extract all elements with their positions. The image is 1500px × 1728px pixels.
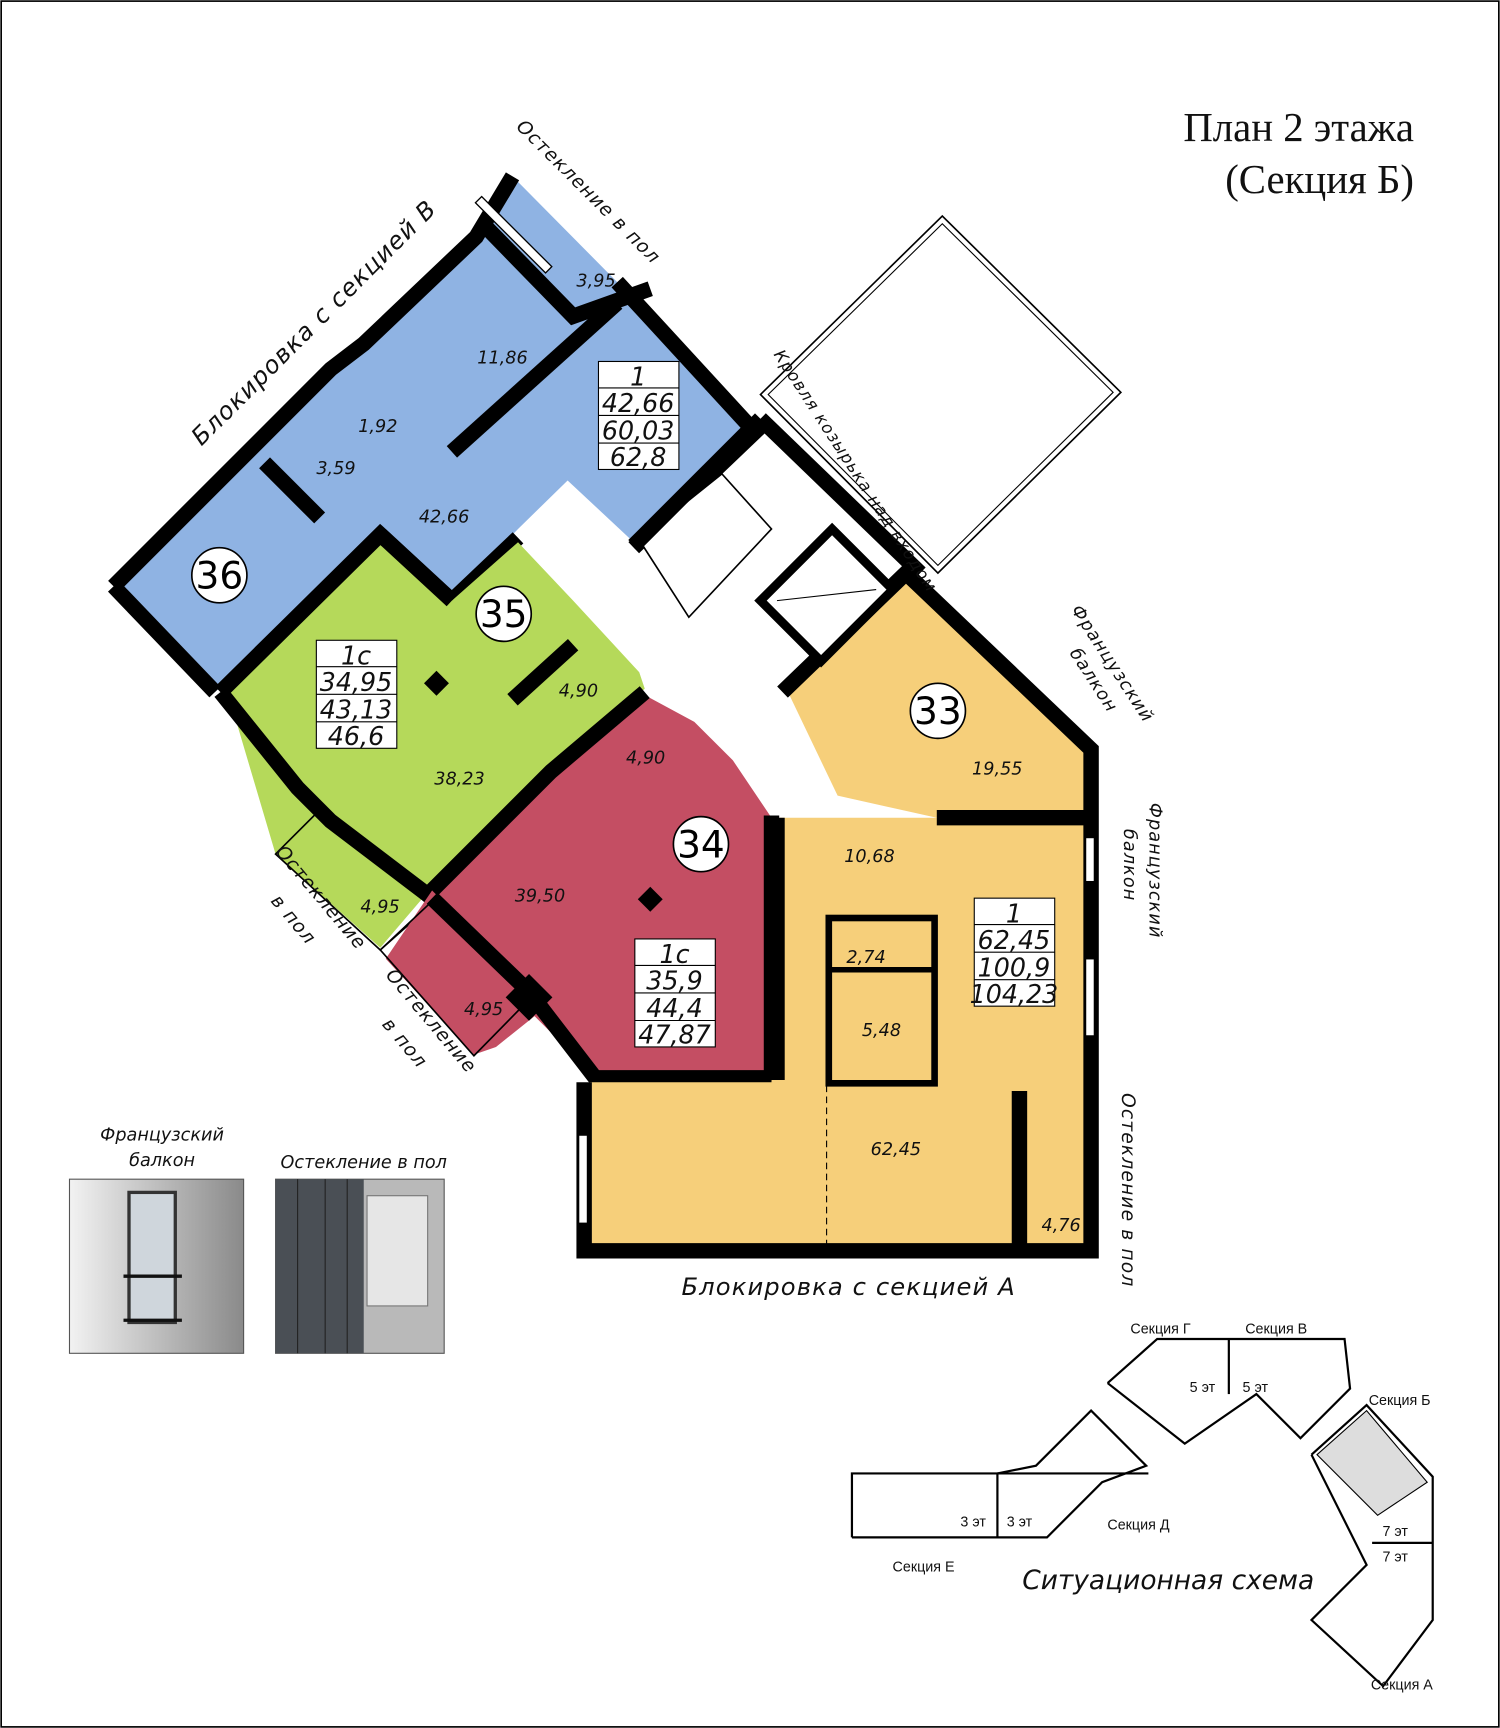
svg-text:60,03: 60,03 xyxy=(602,416,675,446)
apt-number-36: 36 xyxy=(190,546,248,604)
apartment-35[interactable] xyxy=(214,523,645,952)
scheme-floors: 3 эт xyxy=(1007,1514,1033,1530)
scheme-section-label: Секция В xyxy=(1245,1321,1307,1337)
room-area: 4,95 xyxy=(464,1000,503,1020)
page-title: План 2 этажа xyxy=(1183,105,1414,150)
room-area: 4,95 xyxy=(360,897,399,917)
room-area: 4,76 xyxy=(1041,1216,1080,1236)
scheme-section-label: Секция Г xyxy=(1130,1321,1190,1337)
room-area: 4,90 xyxy=(559,681,598,701)
svg-text:Французский: Французский xyxy=(100,1126,224,1146)
room-area: 4,90 xyxy=(626,749,665,769)
svg-text:1: 1 xyxy=(1006,898,1022,928)
svg-text:Остекление в пол: Остекление в пол xyxy=(281,1153,447,1173)
apt-info-35: 1с 34,95 43,13 46,6 xyxy=(315,639,398,751)
room-area: 38,23 xyxy=(434,770,484,790)
note-block-a: Блокировка с секцией А xyxy=(681,1272,1015,1301)
scheme-section-label: Секция Е xyxy=(893,1560,955,1576)
page-subtitle: (Секция Б) xyxy=(1225,157,1414,202)
apt-info-36: 1 42,66 60,03 62,8 xyxy=(597,360,680,472)
svg-text:33: 33 xyxy=(914,689,962,733)
canopy-roof xyxy=(759,214,1123,575)
room-area: 62,45 xyxy=(871,1140,921,1160)
svg-text:35: 35 xyxy=(480,592,528,636)
room-area: 42,66 xyxy=(419,507,469,527)
note-glazing-right: Остекление в пол xyxy=(1117,1093,1138,1287)
room-area: 5,48 xyxy=(862,1021,901,1041)
svg-text:46,6: 46,6 xyxy=(328,721,384,751)
scheme-floors: 5 эт xyxy=(1190,1380,1216,1396)
svg-text:35,9: 35,9 xyxy=(646,966,702,996)
apt-info-34: 1с 35,9 44,4 47,87 xyxy=(634,938,716,1050)
svg-text:100,9: 100,9 xyxy=(978,952,1051,982)
apt-number-35: 35 xyxy=(475,585,533,643)
svg-text:104,23: 104,23 xyxy=(970,979,1059,1009)
svg-text:1с: 1с xyxy=(341,641,371,671)
svg-text:47,87: 47,87 xyxy=(638,1020,711,1050)
svg-text:балкон: балкон xyxy=(129,1151,195,1171)
svg-text:34: 34 xyxy=(677,822,725,866)
svg-text:34,95: 34,95 xyxy=(320,667,393,697)
scheme-floors: 3 эт xyxy=(960,1514,986,1530)
room-area: 19,55 xyxy=(972,760,1022,780)
scheme-section-label: Секция Д xyxy=(1107,1518,1169,1534)
room-area: 39,50 xyxy=(515,886,565,906)
scheme-section-label: Секция Б xyxy=(1369,1393,1431,1409)
apt-number-33: 33 xyxy=(909,682,967,740)
apt-number-34: 34 xyxy=(672,815,730,873)
scheme-floors: 7 эт xyxy=(1383,1550,1409,1566)
legend-floor-glazing: Остекление в пол xyxy=(275,1153,447,1354)
stairwell xyxy=(628,413,926,668)
situation-scheme xyxy=(850,1337,1434,1688)
svg-text:42,66: 42,66 xyxy=(602,388,675,418)
note-french-2-l1: Французский xyxy=(1144,803,1164,939)
svg-text:1: 1 xyxy=(630,362,646,392)
room-area: 3,95 xyxy=(576,272,615,292)
room-area: 2,74 xyxy=(846,948,885,968)
svg-text:44,4: 44,4 xyxy=(646,993,702,1023)
svg-text:36: 36 xyxy=(196,553,244,597)
apt-info-33: 1 62,45 100,9 104,23 xyxy=(970,897,1059,1009)
note-french-2-l2: балкон xyxy=(1119,829,1139,901)
legend-french-balcony: Французский балкон xyxy=(68,1126,245,1354)
room-area: 1,92 xyxy=(358,417,397,437)
room-area: 10,68 xyxy=(844,847,894,867)
room-area: 3,59 xyxy=(316,459,355,479)
svg-text:1с: 1с xyxy=(659,939,689,969)
svg-text:62,45: 62,45 xyxy=(978,925,1051,955)
scheme-title: Ситуационная схема xyxy=(1022,1565,1314,1596)
scheme-floors: 7 эт xyxy=(1383,1524,1409,1540)
room-area: 11,86 xyxy=(477,349,527,369)
svg-text:62,8: 62,8 xyxy=(610,442,666,472)
svg-text:43,13: 43,13 xyxy=(320,695,393,725)
scheme-section-label: Секция А xyxy=(1371,1677,1433,1693)
scheme-floors: 5 эт xyxy=(1243,1380,1269,1396)
